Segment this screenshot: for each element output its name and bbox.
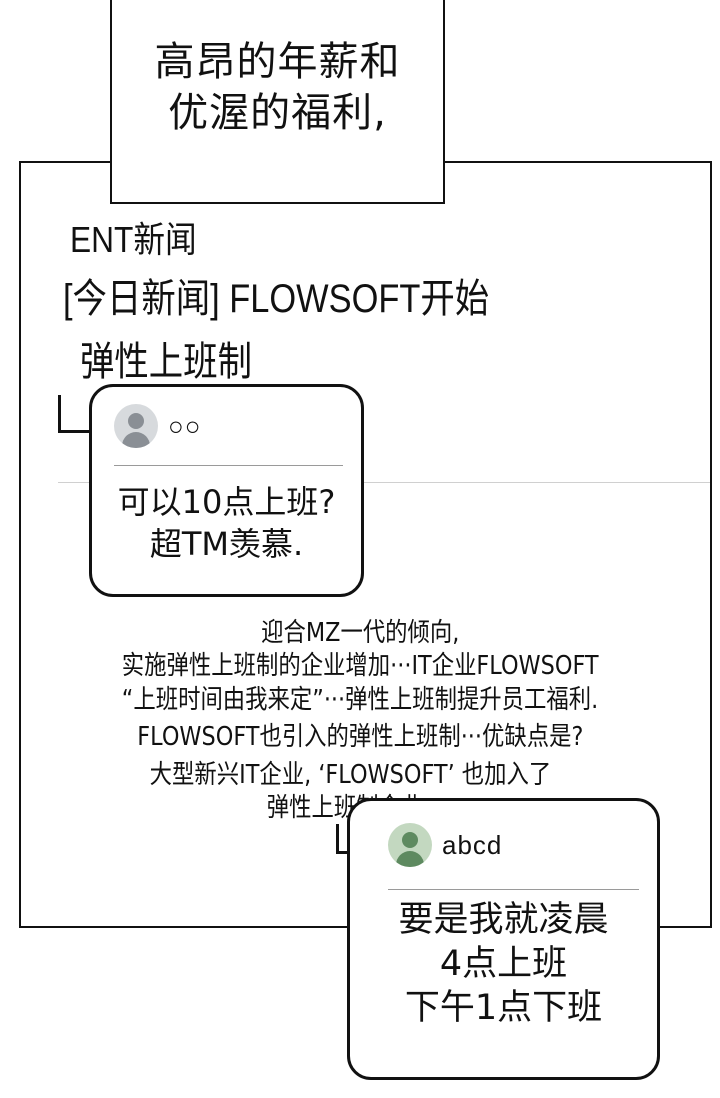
comment-text-line: 超TM羡慕. xyxy=(149,524,304,563)
avatar xyxy=(114,404,158,448)
comment-username: ○○ xyxy=(168,410,202,441)
avatar-shoulders xyxy=(396,851,424,867)
comment-text: 可以10点上班? 超TM羡慕. xyxy=(92,482,361,565)
avatar-head xyxy=(402,832,418,848)
headline-line: 弹性上班制 xyxy=(80,340,252,384)
caption-box: 高昂的年薪和 优渥的福利, xyxy=(110,0,445,204)
comment-text-line: 4点上班 xyxy=(439,943,568,984)
news-source: ENT新闻 xyxy=(70,219,197,260)
comment-bubble: abcd 要是我就凌晨 4点上班 下午1点下班 xyxy=(347,798,660,1080)
comment-header: ○○ xyxy=(114,387,343,466)
avatar-head xyxy=(128,413,144,429)
headline-line: [今日新闻] FLOWSOFT开始 xyxy=(63,277,490,321)
comment-text-line: 下午1点下班 xyxy=(404,987,603,1028)
avatar xyxy=(388,823,432,867)
article-line: FLOWSOFT也引入的弹性上班制···优缺点是? xyxy=(136,722,584,752)
comment-bubble: ○○ 可以10点上班? 超TM羡慕. xyxy=(89,384,364,597)
article-line: 大型新兴IT企业, ‘FLOWSOFT’ 也加入了 xyxy=(149,760,551,790)
caption-line: 高昂的年薪和 xyxy=(154,39,401,85)
caption-line: 优渥的福利, xyxy=(168,90,387,136)
comment-text-line: 可以10点上班? xyxy=(117,483,336,521)
avatar-shoulders xyxy=(122,432,150,448)
comment-username: abcd xyxy=(442,829,503,860)
reply-arrow-icon xyxy=(58,395,101,438)
article-divider xyxy=(58,482,710,483)
article-line: “上班时间由我来定”···弹性上班制提升员工福利. xyxy=(121,685,599,715)
comment-header: abcd xyxy=(388,801,639,890)
article-line: 迎合MZ一代的倾向, xyxy=(260,618,460,648)
article-line: 实施弹性上班制的企业增加···IT企业FLOWSOFT xyxy=(121,651,599,681)
comment-text: 要是我就凌晨 4点上班 下午1点下班 xyxy=(350,899,657,1030)
comment-text-line: 要是我就凌晨 xyxy=(398,900,609,940)
